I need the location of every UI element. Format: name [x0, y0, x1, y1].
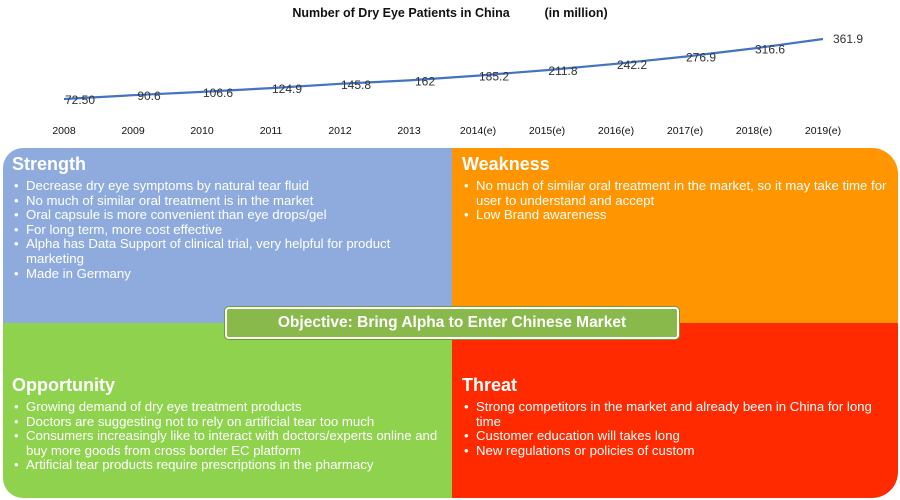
list-item: Decrease dry eye symptoms by natural tea… — [12, 178, 442, 194]
x-tick-label: 2013 — [397, 125, 421, 137]
objective-banner: Objective: Bring Alpha to Enter Chinese … — [225, 307, 679, 339]
weakness-title: Weakness — [462, 154, 550, 174]
opportunity-list: Growing demand of dry eye treatment prod… — [12, 399, 442, 473]
opportunity-title: Opportunity — [12, 375, 115, 395]
list-item: No much of similar oral treatment in the… — [462, 178, 887, 208]
data-label: 162 — [415, 74, 435, 88]
list-item: Doctors are suggesting not to rely on ar… — [12, 414, 442, 430]
data-label: 316.6 — [755, 42, 785, 56]
strength-title: Strength — [12, 154, 86, 174]
strength-quadrant: Strength Decrease dry eye symptoms by na… — [3, 148, 452, 323]
x-tick-label: 2010 — [190, 125, 214, 137]
list-item: No much of similar oral treatment is in … — [12, 193, 442, 209]
x-tick-label: 2018(e) — [736, 125, 772, 137]
data-label: 242.2 — [617, 58, 647, 72]
list-item: For long term, more cost effective — [12, 222, 442, 238]
series-line — [63, 37, 824, 101]
data-label: 72.50 — [65, 93, 95, 107]
weakness-list: No much of similar oral treatment in the… — [462, 178, 887, 223]
data-label: 106.6 — [203, 86, 233, 100]
threat-quadrant: Threat Strong competitors in the market … — [452, 323, 898, 498]
data-label: 276.9 — [686, 51, 716, 65]
list-item: Artificial tear products require prescri… — [12, 458, 442, 473]
list-item: Low Brand awareness — [462, 208, 887, 223]
data-label: 361.9 — [833, 32, 863, 46]
x-tick-label: 2015(e) — [529, 125, 565, 137]
list-item: Customer education will takes long — [462, 429, 887, 444]
x-tick-label: 2009 — [121, 125, 145, 137]
list-item: Made in Germany — [12, 266, 442, 282]
list-item: Strong competitors in the market and alr… — [462, 399, 887, 429]
opportunity-quadrant: Opportunity Growing demand of dry eye tr… — [3, 323, 452, 498]
list-item: New regulations or policies of custom — [462, 443, 887, 459]
list-item: Consumers increasingly like to interact … — [12, 428, 442, 458]
weakness-quadrant: Weakness No much of similar oral treatme… — [452, 148, 898, 323]
data-label: 145.8 — [341, 78, 371, 92]
threat-title: Threat — [462, 375, 518, 395]
strength-list: Decrease dry eye symptoms by natural tea… — [12, 178, 442, 282]
x-tick-label: 2008 — [52, 125, 76, 137]
x-tick-label: 2016(e) — [598, 125, 634, 137]
swot-matrix: Strength Decrease dry eye symptoms by na… — [3, 148, 898, 498]
chart-title: Number of Dry Eye Patients in China (in … — [292, 6, 608, 20]
data-label: 185.2 — [479, 70, 509, 84]
data-label: 124.9 — [272, 82, 302, 96]
data-label: 90.6 — [137, 89, 161, 103]
data-label: 211.8 — [548, 64, 577, 78]
chart-svg: 72.50 90.6 106.6 124.9 145.8 162 185.2 211.8 242… — [52, 32, 863, 137]
x-tick-label: 2017(e) — [667, 125, 703, 137]
x-tick-label: 2014(e) — [460, 125, 496, 137]
patients-chart: Number of Dry Eye Patients in China (in … — [0, 0, 900, 148]
x-tick-label: 2011 — [260, 125, 283, 137]
x-tick-label: 2012 — [328, 125, 352, 137]
list-item: Alpha has Data Support of clinical trial… — [12, 237, 442, 266]
x-tick-label: 2019(e) — [805, 125, 841, 137]
list-item: Oral capsule is more convenient than eye… — [12, 208, 442, 223]
list-item: Growing demand of dry eye treatment prod… — [12, 399, 442, 415]
threat-list: Strong competitors in the market and alr… — [462, 399, 887, 459]
